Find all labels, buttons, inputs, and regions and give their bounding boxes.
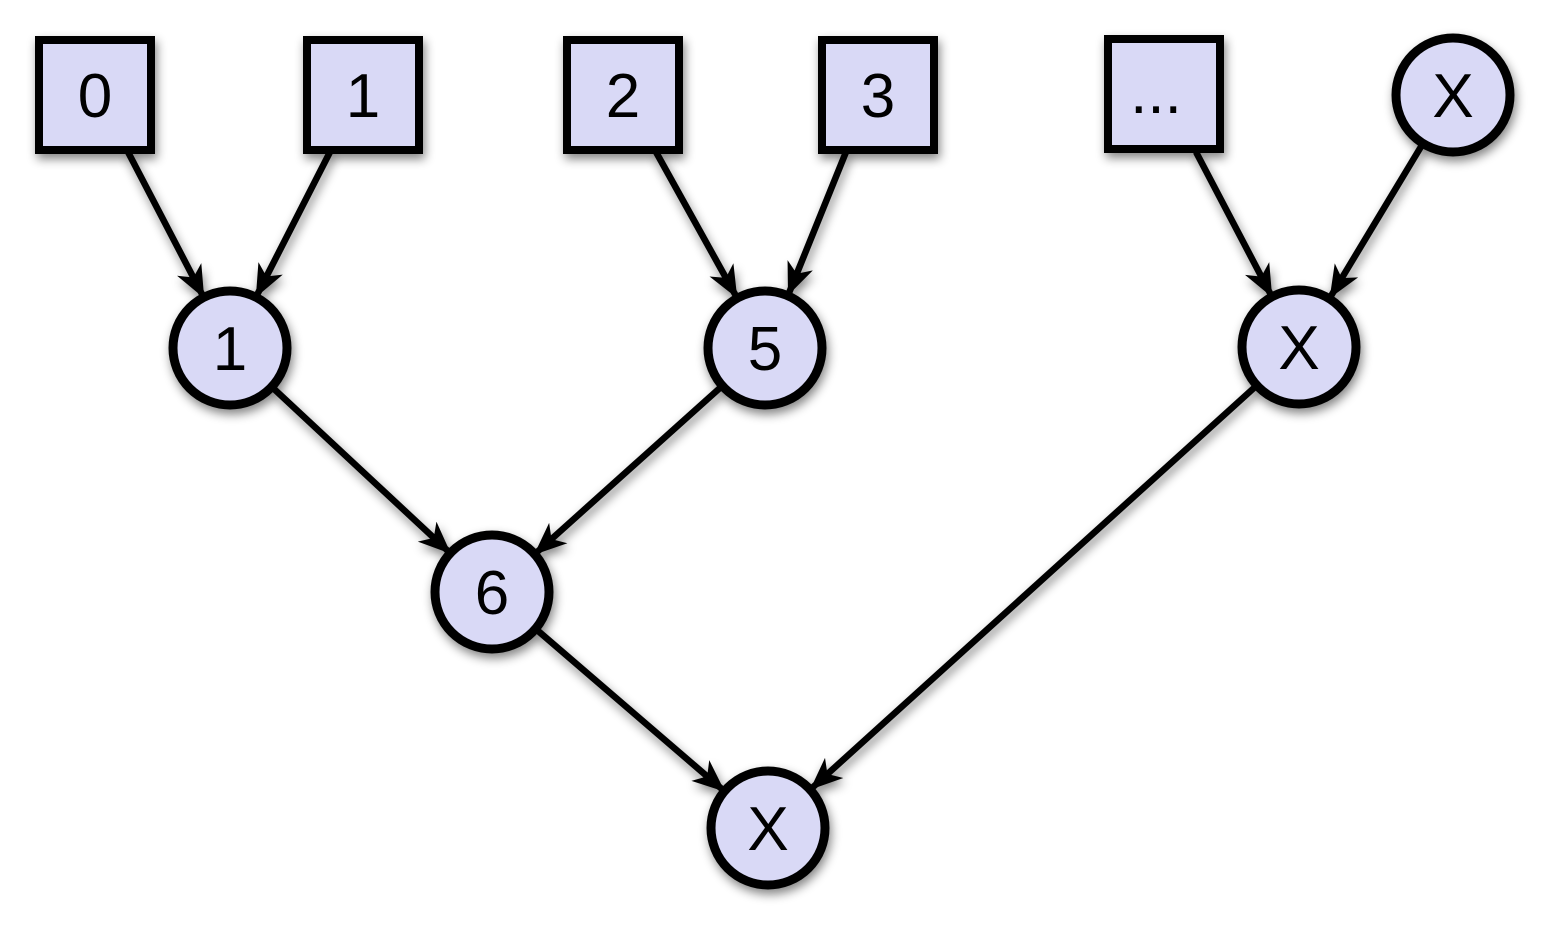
leaf-node-3: 3 — [818, 36, 938, 154]
edge-leafMore-to-sumRest — [1193, 150, 1274, 298]
sum-node-rest-label: X — [1278, 314, 1319, 383]
sum-node-0123-circle — [430, 530, 554, 654]
leaf-node-1-box — [303, 36, 423, 154]
edge-leaf2-to-sum23 — [653, 150, 739, 299]
leaf-node-ellipsis-box — [1104, 35, 1224, 153]
leaf-node-0-label: 0 — [78, 62, 112, 131]
leaf-node-x-circle — [1391, 33, 1515, 157]
sum-node-0123-label: 6 — [475, 559, 509, 628]
sum-node-23: 5 — [703, 286, 827, 410]
edge-leaf1-to-sum01 — [254, 150, 333, 298]
sum-node-01-circle — [168, 286, 292, 410]
leaf-node-3-label: 3 — [861, 62, 895, 131]
leaf-node-2: 2 — [563, 36, 683, 154]
leaf-node-0: 0 — [35, 36, 155, 154]
leaf-node-x-label: X — [1432, 62, 1473, 131]
edge-leafX-to-sumRest — [1328, 143, 1425, 299]
leaf-node-2-label: 2 — [606, 62, 640, 131]
sum-node-01-label: 1 — [213, 315, 247, 384]
total-node-label: X — [747, 795, 788, 864]
leaf-node-0-box — [35, 36, 155, 154]
leaf-node-3-box — [818, 36, 938, 154]
sum-node-rest-circle — [1237, 285, 1361, 409]
total-node: X — [706, 766, 830, 890]
edge-sumRest-to-total — [809, 384, 1258, 791]
edge-sum01-to-sum0123 — [270, 385, 452, 555]
sum-node-23-label: 5 — [748, 315, 782, 384]
total-node-circle — [706, 766, 830, 890]
sum-node-23-circle — [703, 286, 827, 410]
leaf-node-ellipsis: ... — [1104, 35, 1224, 153]
edge-leaf0-to-sum01 — [125, 150, 206, 299]
leaf-node-x: X — [1391, 33, 1515, 157]
leaf-node-1: 1 — [303, 36, 423, 154]
leaf-node-1-label: 1 — [346, 62, 380, 131]
sum-node-01: 1 — [168, 286, 292, 410]
leaf-node-ellipsis-label: ... — [1130, 58, 1182, 127]
leaf-node-2-box — [563, 36, 683, 154]
edge-sum23-to-sum0123 — [533, 384, 724, 556]
edge-sum0123-to-total — [534, 627, 726, 793]
edge-leaf3-to-sum23 — [785, 150, 850, 296]
sum-node-rest: X — [1237, 285, 1361, 409]
sum-node-0123: 6 — [430, 530, 554, 654]
edges-layer — [125, 143, 1425, 793]
